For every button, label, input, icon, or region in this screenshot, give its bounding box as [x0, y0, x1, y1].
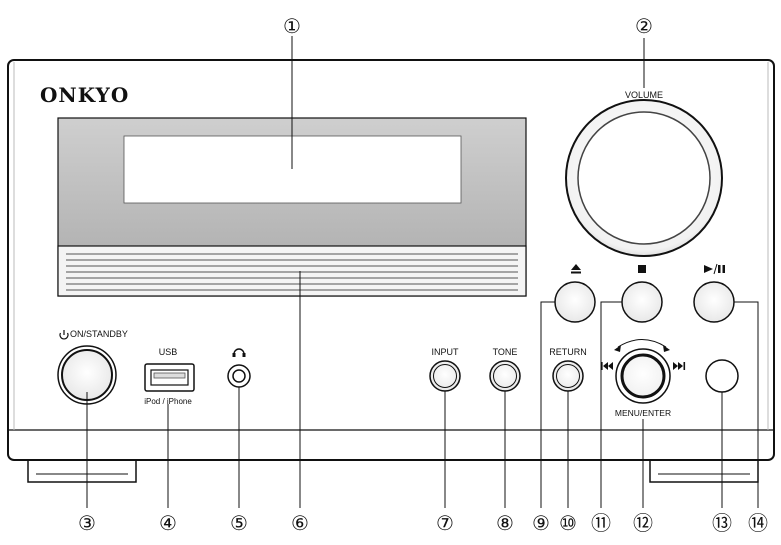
callout-10: ⑩ [559, 511, 577, 535]
display-screen [123, 135, 462, 204]
usb-label: USB [159, 347, 178, 357]
power-icon [59, 330, 69, 340]
ipod-iphone-label: iPod / iPhone [144, 397, 192, 406]
callout-7: ⑦ [436, 511, 454, 535]
stop-button[interactable] [621, 281, 663, 323]
eject-button[interactable] [554, 281, 596, 323]
stop-icon [638, 265, 646, 273]
callout-5: ⑤ [230, 511, 248, 535]
tone-label: TONE [493, 347, 518, 357]
menu-enter-dial[interactable] [615, 348, 671, 404]
callout-13: ⑬ [712, 511, 732, 535]
headphone-jack[interactable] [227, 364, 251, 388]
skip-next-icon [673, 362, 686, 370]
input-label: INPUT [432, 347, 460, 357]
callout-3: ③ [78, 511, 96, 535]
skip-prev-icon [601, 362, 613, 370]
callout-9: ⑨ [532, 511, 550, 535]
play-pause-button[interactable] [693, 281, 735, 323]
callout-4: ④ [159, 511, 177, 535]
rotate-arrow-right-head [663, 345, 670, 352]
leader-lines [86, 36, 759, 508]
callout-1: ① [283, 14, 301, 38]
usb-port[interactable] [144, 363, 195, 392]
volume-label: VOLUME [625, 90, 663, 100]
eject-icon [571, 264, 581, 274]
callout-12: ⑫ [633, 511, 653, 535]
remote-sensor [705, 359, 739, 393]
rotate-arrow-icon [617, 339, 667, 348]
callout-14: ⑭ [748, 511, 768, 535]
power-button[interactable] [57, 345, 117, 405]
rotate-arrow-left-head [614, 345, 621, 352]
menu-enter-label: MENU/ENTER [615, 408, 671, 418]
callout-6: ⑥ [291, 511, 309, 535]
headphones-icon [232, 348, 246, 357]
brand-logo: ONKYO [40, 83, 129, 107]
volume-knob[interactable] [565, 99, 723, 257]
callout-2: ② [635, 14, 653, 38]
callout-8: ⑧ [496, 511, 514, 535]
callouts: ① ② ③ ④ ⑤ ⑥ ⑦ ⑧ ⑨ ⑩ ⑪ ⑫ ⑬ ⑭ [78, 14, 768, 535]
play-pause-icon [704, 263, 725, 275]
return-button[interactable] [552, 360, 584, 392]
input-button[interactable] [429, 360, 461, 392]
callout-11: ⑪ [591, 511, 611, 535]
tone-button[interactable] [489, 360, 521, 392]
return-label: RETURN [549, 347, 587, 357]
on-standby-label: ON/STANDBY [70, 329, 128, 339]
vent-grille [57, 245, 527, 297]
